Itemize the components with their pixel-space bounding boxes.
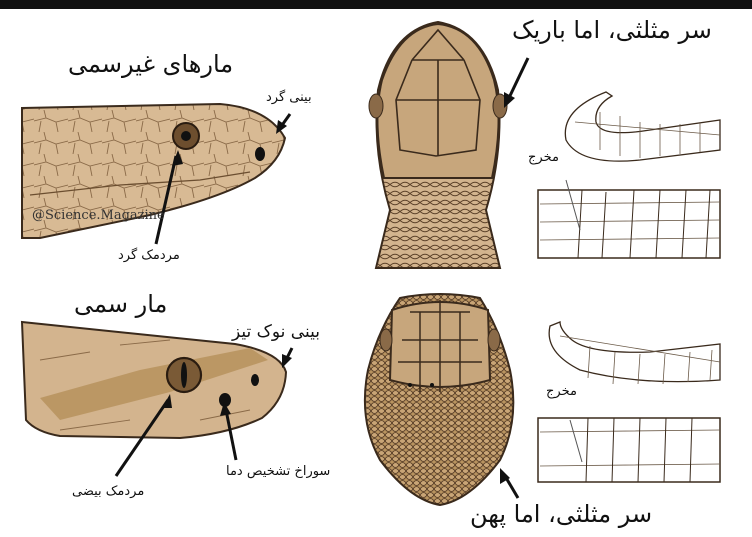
watermark: @Science.Magazine: [32, 208, 165, 223]
venomous-belly-scales: [538, 418, 720, 482]
slit-pupil-label: مردمک بیضی: [72, 484, 144, 499]
vent-label-top: مخرج: [528, 150, 559, 165]
nonvenomous-dorsal-head: [369, 22, 507, 268]
venomous-slit-eye: [167, 358, 201, 392]
vent-label-bottom: مخرج: [546, 384, 577, 399]
wide-head-label: سر مثلثی، اما پهن: [470, 500, 652, 528]
nonvenomous-tail: [565, 92, 720, 161]
pointed-snout-label: بینی نوک تیز: [232, 322, 320, 342]
venomous-nostril: [251, 374, 259, 386]
top-border: [0, 0, 752, 9]
venomous-title: مار سمی: [74, 290, 167, 318]
narrow-head-label: سر مثلثی، اما باریک: [512, 16, 712, 44]
round-snout-label: بینی گرد: [266, 90, 312, 105]
head-shape-arrow-top: [508, 58, 528, 100]
nonvenomous-round-eye: [173, 123, 199, 149]
heat-pit-label: سوراخ تشخیص دما: [226, 464, 330, 479]
nonvenomous-nostril: [255, 147, 265, 161]
venomous-dorsal-head: [365, 294, 513, 505]
nonvenomous-belly-scales: [538, 180, 720, 258]
round-pupil-label: مردمک گرد: [118, 248, 180, 263]
nonvenomous-title: مارهای غیرسمی: [68, 50, 233, 78]
venomous-tail: [549, 322, 720, 384]
